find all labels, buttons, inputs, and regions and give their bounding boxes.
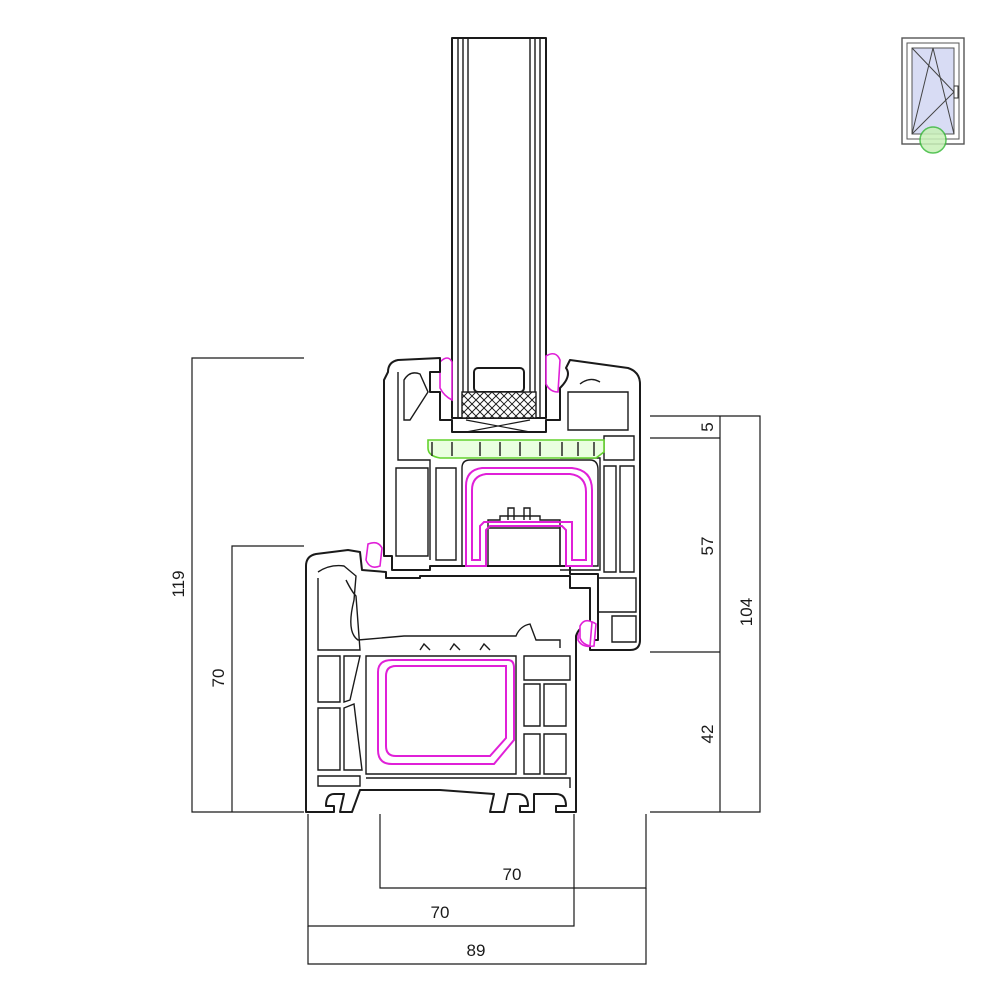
dimension-lines xyxy=(191,357,761,965)
dimension-70-left: 70 xyxy=(209,669,228,688)
sash-steel-reinforcement xyxy=(465,467,593,567)
sash-profile xyxy=(383,357,641,651)
dimension-70-sash-depth: 70 xyxy=(503,865,522,884)
glazing-block-cross xyxy=(465,419,531,433)
glazing-gasket-outer xyxy=(545,352,561,393)
dimension-70-frame-depth: 70 xyxy=(431,903,450,922)
dimension-119: 119 xyxy=(169,570,188,597)
dimension-57: 57 xyxy=(698,537,717,556)
frame-rebate-gasket xyxy=(579,619,593,648)
tilt-turn-window-icon xyxy=(901,37,965,145)
sash-glazing-bead-gasket xyxy=(427,439,605,459)
glazing-gasket-inner xyxy=(439,357,453,402)
frame-steel-reinforcement xyxy=(377,659,515,765)
dimension-104: 104 xyxy=(737,598,756,626)
section-marker-circle xyxy=(919,126,947,154)
glazing-unit xyxy=(451,37,547,419)
sash-gasket-outer xyxy=(365,541,383,568)
dimension-42: 42 xyxy=(698,725,717,744)
dimension-89: 89 xyxy=(467,941,486,960)
frame-profile xyxy=(305,549,591,813)
dimension-5: 5 xyxy=(698,422,717,431)
